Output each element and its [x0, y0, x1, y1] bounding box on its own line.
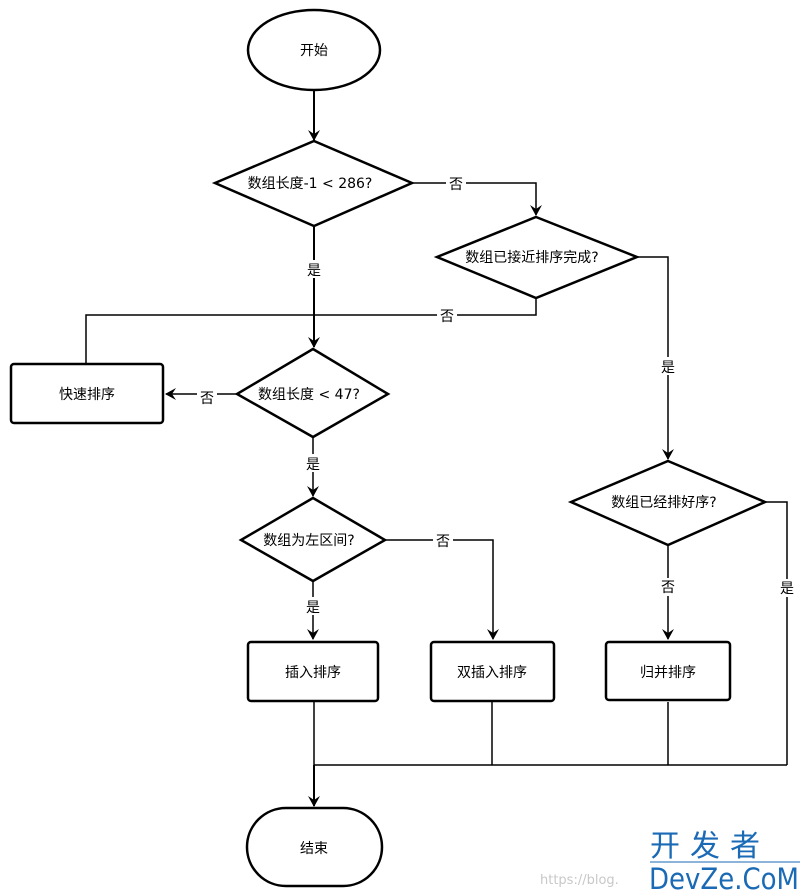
label-len286-no: 否 — [449, 177, 463, 193]
label-already-sorted-no: 否 — [661, 580, 675, 596]
watermark-en: DevZe.CoM — [649, 862, 799, 896]
edges — [85, 90, 788, 807]
node-merge-sort[interactable]: 归并排序 — [604, 640, 732, 702]
node-cond-already-sorted-label: 数组已经排好序? — [611, 495, 716, 511]
node-insertion-sort-label: 插入排序 — [285, 665, 341, 681]
node-insertion-sort[interactable]: 插入排序 — [246, 640, 380, 703]
edge-nearly-sorted-no-to-quick-sort — [85, 298, 537, 363]
nodes: 开始 数组长度-1 < 286? 数组已接近排序完成? 快速排序 数组长度 < … — [9, 8, 769, 888]
node-cond-already-sorted[interactable]: 数组已经排好序? — [567, 459, 769, 547]
node-start-label: 开始 — [300, 43, 328, 59]
node-cond-left-range[interactable]: 数组为左区间? — [238, 496, 388, 583]
edge-len286-no-to-nearly-sorted — [412, 182, 542, 216]
watermark-url: https://blog. — [540, 873, 619, 888]
node-quick-sort[interactable]: 快速排序 — [9, 362, 165, 425]
node-dual-insertion-sort[interactable]: 双插入排序 — [429, 640, 556, 703]
watermark-cn: 开发者 — [650, 829, 770, 864]
node-merge-sort-label: 归并排序 — [640, 664, 696, 681]
node-cond-len-47-label: 数组长度 < 47? — [258, 387, 360, 403]
edge-nearly-sorted-yes-to-already-sorted — [637, 256, 674, 460]
edge-left-range-no-to-dual-insertion — [385, 539, 499, 640]
node-cond-len-286-label: 数组长度-1 < 286? — [248, 176, 373, 192]
label-len47-yes: 是 — [306, 457, 320, 473]
node-cond-left-range-label: 数组为左区间? — [263, 533, 354, 549]
edge-labels: 否 是 否 是 否 是 是 否 否 是 — [197, 174, 797, 616]
watermark: https://blog. 开发者 DevZe.CoM — [540, 829, 800, 896]
node-start[interactable]: 开始 — [246, 8, 382, 92]
label-left-range-yes: 是 — [306, 600, 320, 616]
label-already-sorted-yes: 是 — [780, 581, 794, 597]
node-cond-len-286[interactable]: 数组长度-1 < 286? — [211, 139, 416, 228]
node-quick-sort-label: 快速排序 — [59, 387, 115, 403]
node-cond-len-47[interactable]: 数组长度 < 47? — [234, 347, 391, 439]
node-cond-nearly-sorted[interactable]: 数组已接近排序完成? — [433, 215, 641, 300]
label-nearly-sorted-no: 否 — [440, 309, 454, 325]
label-len286-yes: 是 — [307, 263, 321, 279]
node-dual-insertion-sort-label: 双插入排序 — [457, 665, 527, 681]
node-cond-nearly-sorted-label: 数组已接近排序完成? — [465, 249, 598, 266]
node-end[interactable]: 结束 — [245, 806, 384, 888]
label-left-range-no: 否 — [436, 534, 450, 550]
node-end-label: 结束 — [300, 841, 328, 857]
label-len47-no: 否 — [200, 391, 214, 407]
edge-already-sorted-yes-to-end — [765, 501, 788, 765]
label-nearly-sorted-yes: 是 — [661, 360, 675, 376]
